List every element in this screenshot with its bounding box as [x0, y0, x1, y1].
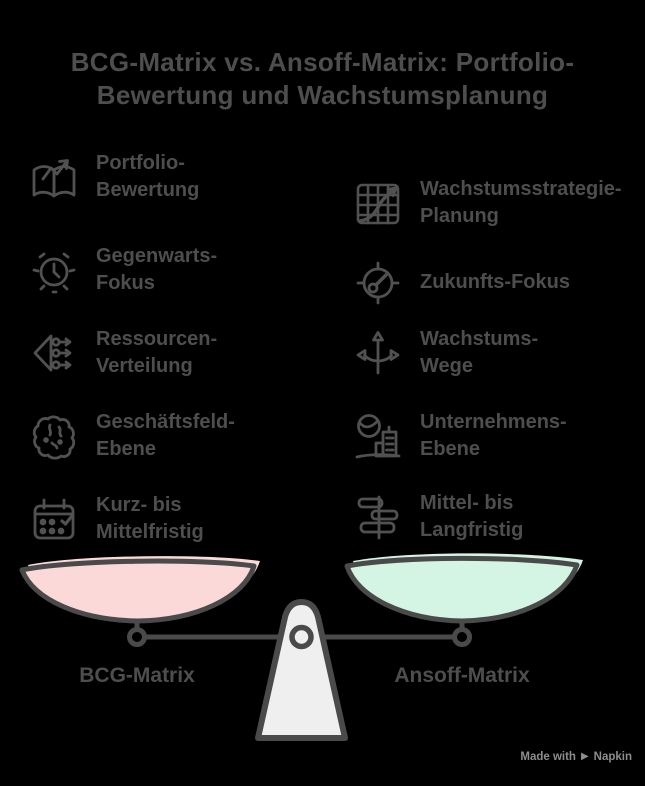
- feature-item-zukunfts-fokus: Zukunfts-Fokus: [352, 256, 570, 308]
- feature-item-unternehmens-ebene: Unternehmens- Ebene: [352, 409, 567, 463]
- scale-fulcrum: [255, 599, 348, 741]
- feature-item-kurzfristig: Kurz- bis Mittelfristig: [28, 492, 204, 546]
- feature-item-gegenwarts-fokus: Gegenwarts- Fokus: [28, 243, 217, 297]
- feature-label-line: Portfolio-: [96, 152, 185, 174]
- feature-label-line: Fokus: [96, 272, 155, 294]
- diagram-title: BCG-Matrix vs. Ansoff-Matrix: Portfolio-…: [0, 46, 645, 112]
- beam-left-pivot: [127, 627, 147, 647]
- feature-item-wachstums-wege: Wachstums- Wege: [352, 326, 538, 380]
- feature-label-line: Ressourcen-: [96, 328, 218, 350]
- watermark-text: Made with: [520, 751, 576, 763]
- feature-label-line: Unternehmens-: [420, 411, 567, 433]
- feature-label-line: Langfristig: [420, 519, 524, 541]
- growth-chart-grid-icon: [352, 177, 404, 229]
- feature-label-line: Mittel- bis: [420, 492, 514, 514]
- feature-label-line: Ebene: [96, 438, 157, 460]
- beam-right-pivot: [452, 627, 472, 647]
- feature-label-line: Bewertung: [96, 179, 200, 201]
- napkin-logo-icon: ▶: [580, 751, 589, 762]
- feature-item-geschaeftsfeld-ebene: Geschäftsfeld- Ebene: [28, 409, 235, 463]
- title-line-1: BCG-Matrix vs. Ansoff-Matrix: Portfolio-: [70, 47, 575, 77]
- balance-scale: BCG-Matrix Ansoff-Matrix: [19, 553, 583, 741]
- feature-label-line: Verteilung: [96, 355, 193, 377]
- feature-item-wachstumsstrategie: Wachstumsstrategie- Planung: [352, 176, 622, 230]
- globe-building-icon: [352, 410, 404, 462]
- resource-split-arrows-icon: [28, 327, 80, 379]
- fulcrum-pivot-hole: [289, 624, 314, 650]
- title-line-2: Bewertung und Wachstumsplanung: [96, 80, 549, 110]
- feature-label-line: Ebene: [420, 438, 481, 460]
- feature-label-line: Gegenwarts-: [96, 245, 218, 267]
- scale-label-left: BCG-Matrix: [79, 664, 195, 687]
- brain-icon: [28, 410, 80, 462]
- scale-label-right: Ansoff-Matrix: [394, 664, 530, 687]
- scale-pan-right: [344, 553, 583, 624]
- branching-paths-icon: [352, 327, 404, 379]
- alarm-clock-icon: [28, 244, 80, 296]
- open-book-trend-icon: [28, 151, 80, 203]
- feature-label-line: Wachstumsstrategie-: [420, 178, 622, 200]
- pan-left-bowl: [19, 558, 257, 624]
- pan-right-bowl: [344, 555, 580, 624]
- calendar-check-icon: [28, 493, 80, 545]
- feature-label-line: Planung: [420, 205, 499, 227]
- watermark-brand: Napkin: [593, 751, 632, 763]
- feature-item-ressourcen-verteilung: Ressourcen- Verteilung: [28, 326, 217, 380]
- napkin-watermark[interactable]: Made with ▶ Napkin: [520, 751, 632, 763]
- feature-label-line: Wachstums-: [420, 328, 539, 350]
- scale-pan-left: [19, 556, 260, 624]
- feature-label-line: Kurz- bis: [96, 494, 182, 516]
- feature-label-line: Wege: [420, 355, 473, 377]
- feature-label-line: Mittelfristig: [96, 521, 204, 543]
- feature-label-line: Zukunfts-Fokus: [420, 270, 570, 293]
- feature-item-portfolio-bewertung: Portfolio- Bewertung: [28, 150, 199, 204]
- feature-item-langfristig: Mittel- bis Langfristig: [352, 490, 523, 544]
- feature-label-line: Geschäftsfeld-: [96, 411, 235, 433]
- compass-target-icon: [352, 256, 404, 308]
- signpost-icon: [352, 491, 404, 543]
